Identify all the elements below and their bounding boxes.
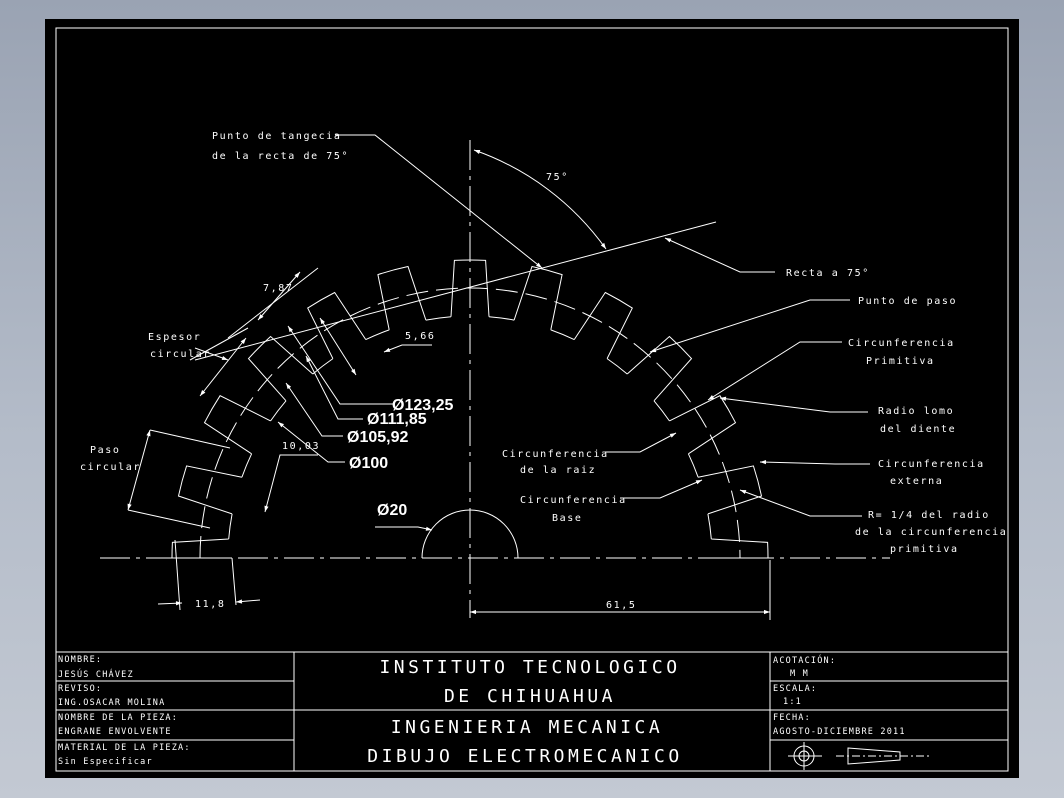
acotacion-value: M M [790, 669, 809, 679]
tooth-depth-dim: 10,03 [282, 441, 320, 452]
projection-symbol-icon [788, 742, 932, 770]
callout-labels: Punto de tangecia de la recta de 75° 75°… [80, 131, 1007, 555]
fecha-value: AGOSTO-DICIEMBRE 2011 [773, 727, 906, 737]
tooth-width-dim: 11,8 [195, 599, 225, 610]
base-circle-label-1: Circunferencia [520, 495, 627, 506]
outer-circle-label-2: externa [890, 476, 943, 487]
institute-line2: DE CHIHUAHUA [444, 686, 616, 707]
drawing-sheet: Punto de tangecia de la recta de 75° 75°… [45, 19, 1019, 778]
material-value: Sin Especificar [58, 757, 153, 767]
tooth-pitch-dim: 7,87 [263, 283, 293, 294]
pitch-point-label: Punto de paso [858, 296, 957, 307]
nombre-value: JESÚS CHÁVEZ [58, 668, 134, 680]
material-label: MATERIAL DE LA PIEZA: [58, 743, 191, 753]
title-block [55, 651, 1009, 772]
root-circle-label-1: Circunferencia [502, 449, 609, 460]
dimension-labels: Ø123,25 Ø111,85 Ø105,92 Ø100 Ø20 7,87 5,… [195, 283, 636, 611]
reviso-label: REVISO: [58, 684, 102, 694]
bore-diameter: Ø20 [377, 502, 407, 519]
tangency-label-2: de la recta de 75° [212, 151, 349, 162]
base-diameter: Ø105,92 [347, 429, 408, 446]
institute-line1: INSTITUTO TECNOLOGICO [379, 657, 680, 678]
tooth-back-label-1: Radio lomo [878, 406, 954, 417]
dept-line2: DIBUJO ELECTROMECANICO [367, 746, 682, 767]
acotacion-label: ACOTACIÓN: [773, 654, 836, 666]
pieza-label: NOMBRE DE LA PIEZA: [58, 713, 178, 723]
radius-dim: 61,5 [606, 600, 636, 611]
pitch-circle-label-1: Circunferencia [848, 338, 955, 349]
pitch-label-1: Paso [90, 445, 120, 456]
fecha-label: FECHA: [773, 713, 811, 723]
escala-label: ESCALA: [773, 684, 817, 694]
root-diameter: Ø100 [349, 455, 388, 472]
pitch-diameter: Ø111,85 [367, 411, 427, 428]
title-block-text: NOMBRE: JESÚS CHÁVEZ REVISO: ING.OSACAR … [58, 654, 906, 767]
dept-line1: INGENIERIA MECANICA [391, 717, 663, 738]
gear-drawing: Punto de tangecia de la recta de 75° 75°… [55, 27, 1009, 772]
root-circle-label-2: de la raiz [520, 465, 596, 476]
tooth-thickness-dim: 5,66 [405, 331, 435, 342]
line-75-label: Recta a 75° [786, 268, 870, 279]
reviso-value: ING.OSACAR MOLINA [58, 698, 165, 708]
bore-circle [421, 509, 519, 559]
leader-lines [127, 134, 870, 620]
fillet-label-3: primitiva [890, 544, 959, 555]
outer-circle-label-1: Circunferencia [878, 459, 985, 470]
pieza-value: ENGRANE ENVOLVENTE [58, 727, 172, 737]
gear-teeth-outline [171, 259, 769, 559]
fillet-label-2: de la circunferencia [855, 527, 1007, 538]
outer-diameter: Ø123,25 [392, 397, 453, 414]
base-circle-label-2: Base [552, 513, 582, 524]
pitch-circle-label-2: Primitiva [866, 356, 935, 367]
escala-value: 1:1 [783, 697, 802, 707]
line-75 [194, 221, 717, 361]
fillet-label-1: R= 1/4 del radio [868, 510, 990, 521]
angle-label: 75° [546, 172, 569, 183]
angle-arc [473, 149, 607, 250]
thickness-label-2: circular [150, 349, 211, 360]
tooth-back-label-2: del diente [880, 424, 956, 435]
nombre-label: NOMBRE: [58, 655, 102, 665]
thickness-label-1: Espesor [148, 332, 201, 343]
tangency-label-1: Punto de tangecia [212, 131, 342, 142]
pitch-label-2: circular [80, 462, 141, 473]
